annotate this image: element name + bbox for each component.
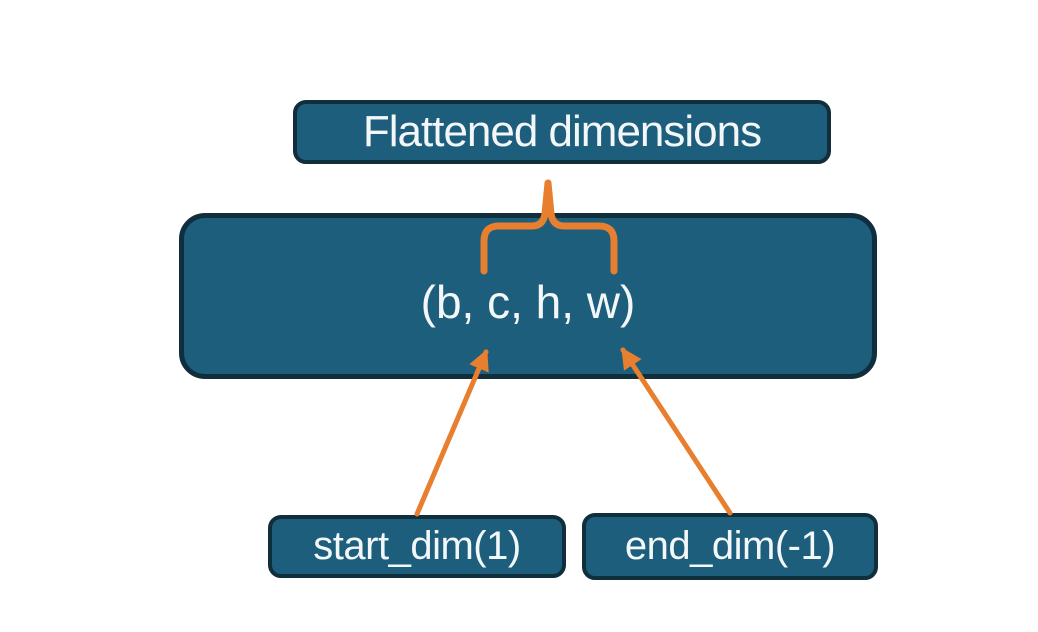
start-dim-label: start_dim(1) bbox=[313, 524, 521, 568]
node-flattened-dimensions: Flattened dimensions bbox=[293, 100, 831, 164]
node-end-dim: end_dim(-1) bbox=[582, 513, 878, 580]
end-dim-label: end_dim(-1) bbox=[624, 524, 836, 568]
tensor-shape-tuple-label: (b, c, h, w) bbox=[420, 276, 636, 328]
node-start-dim: start_dim(1) bbox=[268, 515, 566, 578]
node-tensor-shape-tuple: (b, c, h, w) bbox=[179, 213, 877, 379]
flattened-dimensions-label: Flattened dimensions bbox=[362, 107, 762, 156]
